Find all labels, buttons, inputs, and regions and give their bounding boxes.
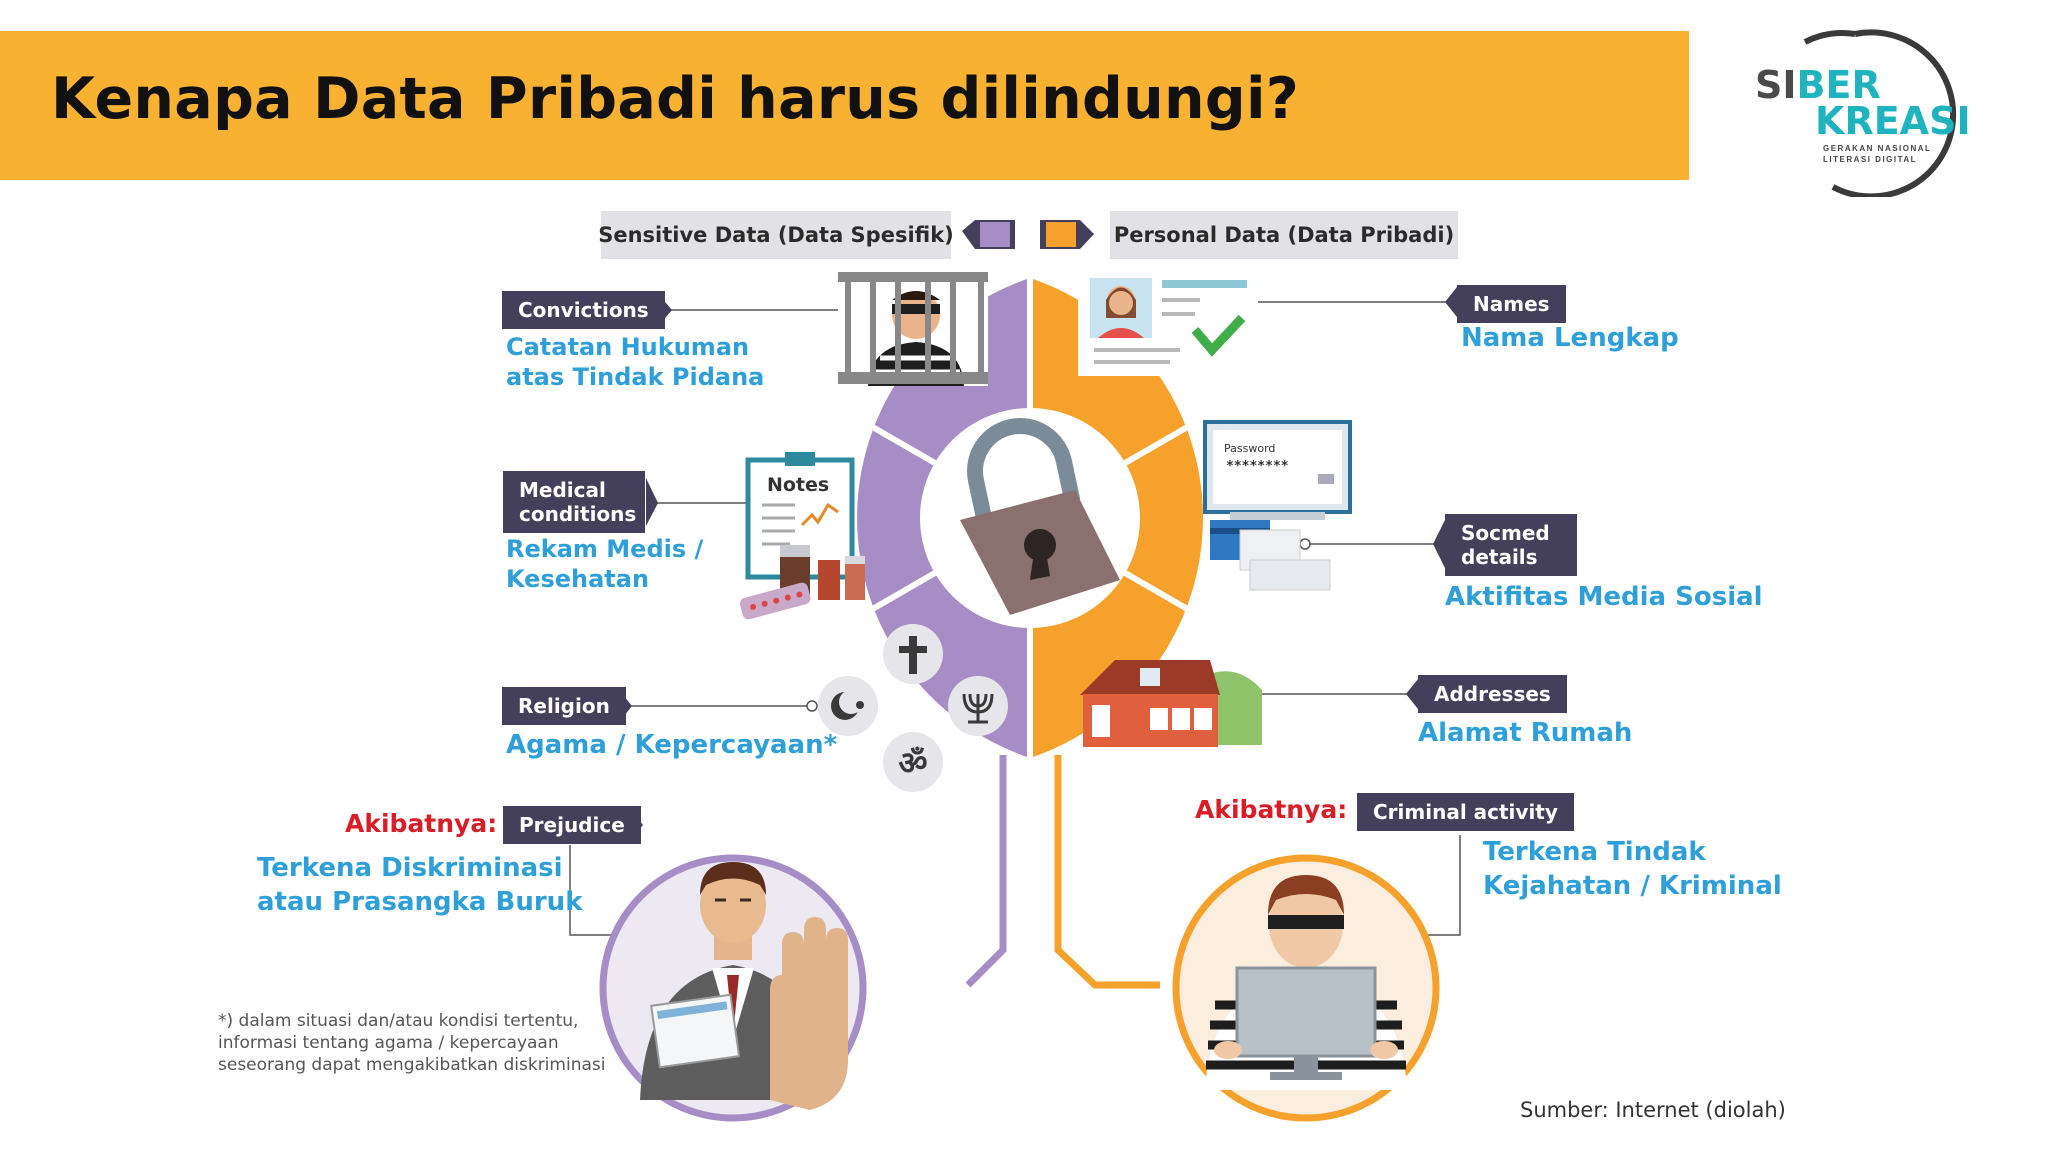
personal-connector-line <box>1054 755 1160 989</box>
password-label: Password <box>1224 442 1275 455</box>
footnote-line2: informasi tentang agama / kepercayaan <box>218 1033 559 1053</box>
logo-tagline-2: LITERASI DIGITAL <box>1823 155 1918 164</box>
siberkreasi-logo: SIBER KREASI GERAKAN NASIONAL LITERASI D… <box>1745 22 1975 197</box>
logo-ring-icon <box>1803 29 1957 197</box>
religion-tag: Religion <box>502 687 626 725</box>
jail-icon <box>838 272 988 386</box>
religion-symbols-icon: ॐ <box>818 624 1008 792</box>
logo-text-si: SI <box>1755 63 1797 107</box>
convictions-tag: Convictions <box>502 291 665 329</box>
svg-text:ॐ: ॐ <box>898 744 927 782</box>
socmed-tag-line2: details <box>1461 545 1538 569</box>
medical-tag-line1: Medical <box>519 478 606 502</box>
criminal-desc-line2: Kejahatan / Kriminal <box>1483 871 1782 901</box>
page-title: Kenapa Data Pribadi harus dilindungi? <box>51 66 1300 132</box>
socmed-desc: Aktifitas Media Sosial <box>1445 582 1763 612</box>
addresses-desc: Alamat Rumah <box>1418 718 1633 748</box>
criminal-illustration <box>1172 854 1440 1122</box>
padlock-icon <box>960 418 1120 615</box>
legend-sensitive: Sensitive Data (Data Spesifik) <box>598 211 954 259</box>
names-desc: Nama Lengkap <box>1461 323 1679 353</box>
medical-desc-line1: Rekam Medis / <box>506 535 704 563</box>
source-note: Sumber: Internet (diolah) <box>1520 1098 1786 1122</box>
password-monitor-icon <box>1203 420 1352 591</box>
password-mask: ******** <box>1226 459 1289 474</box>
logo-tagline-1: GERAKAN NASIONAL <box>1823 144 1932 153</box>
socmed-tag-line1: Socmed <box>1461 521 1550 545</box>
medical-tag-line2: conditions <box>519 502 637 526</box>
prejudice-desc-line1: Terkena Diskriminasi <box>257 853 563 883</box>
prejudice-tag: Prejudice <box>503 806 641 844</box>
consequence-left-label: Akibatnya: <box>345 809 498 838</box>
prejudice-illustration <box>599 854 867 1122</box>
sensitive-connector-line <box>965 755 1007 988</box>
legend-markers <box>962 220 1094 249</box>
footnote-line3: seseorang dapat mengakibatkan diskrimina… <box>218 1055 606 1075</box>
medical-desc-line2: Kesehatan <box>506 565 650 593</box>
house-icon <box>1080 660 1262 747</box>
addresses-tag: Addresses <box>1418 675 1567 713</box>
id-card-icon <box>1078 266 1258 376</box>
legend-personal: Personal Data (Data Pribadi) <box>1110 211 1458 259</box>
convictions-desc-line1: Catatan Hukuman <box>506 333 750 361</box>
medical-notes-icon <box>739 452 865 620</box>
notes-label: Notes <box>767 474 830 496</box>
footnote-line1: *) dalam situasi dan/atau kondisi terten… <box>218 1011 579 1031</box>
convictions-desc-line2: atas Tindak Pidana <box>506 363 765 391</box>
consequence-right-label: Akibatnya: <box>1195 795 1348 824</box>
title-banner <box>0 31 1689 180</box>
religion-desc: Agama / Kepercayaan* <box>506 730 838 760</box>
logo-text-ber: BER <box>1796 63 1881 107</box>
medical-tag: Medical conditions <box>503 471 645 533</box>
prejudice-desc-line2: atau Prasangka Buruk <box>257 887 583 917</box>
names-tag: Names <box>1457 285 1566 323</box>
criminal-desc-line1: Terkena Tindak <box>1483 837 1706 867</box>
logo-text-kreasi: KREASI <box>1815 99 1971 143</box>
criminal-tag: Criminal activity <box>1357 793 1574 831</box>
socmed-tag: Socmed details <box>1445 514 1577 576</box>
